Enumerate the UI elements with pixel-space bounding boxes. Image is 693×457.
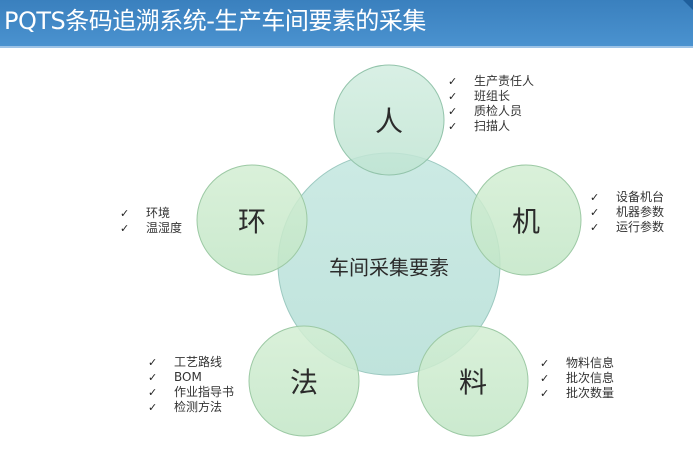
check-icon: ✓: [148, 371, 158, 384]
material-label: 料: [458, 366, 488, 399]
check-icon: ✓: [120, 207, 130, 220]
list-item: ✓班组长: [448, 89, 511, 103]
title-bar-corner: [683, 0, 693, 10]
check-icon: ✓: [590, 221, 600, 234]
page-title: PQTS条码追溯系统-生产车间要素的采集: [4, 7, 426, 35]
list-item: ✓质检人员: [448, 104, 523, 118]
check-icon: ✓: [540, 387, 550, 400]
list-item: ✓机器参数: [590, 205, 665, 219]
check-icon: ✓: [590, 191, 600, 204]
list-item: ✓设备机台: [590, 190, 665, 204]
people-label: 人: [374, 105, 404, 138]
check-icon: ✓: [448, 75, 458, 88]
check-icon: ✓: [540, 357, 550, 370]
material-circle: [417, 325, 529, 437]
material-items: ✓物料信息 ✓批次信息 ✓批次数量: [540, 356, 614, 401]
list-item: ✓物料信息: [540, 356, 615, 370]
machine-items: ✓设备机台 ✓机器参数 ✓运行参数: [590, 190, 664, 235]
environment-label: 环: [237, 205, 267, 238]
list-item: ✓扫描人: [448, 119, 511, 133]
method-label: 法: [289, 366, 319, 399]
list-item: ✓运行参数: [590, 220, 665, 234]
list-item: ✓温湿度: [120, 221, 183, 235]
list-item: ✓BOM: [148, 370, 202, 384]
check-icon: ✓: [448, 90, 458, 103]
check-icon: ✓: [120, 222, 130, 235]
environment-circle: [196, 164, 308, 276]
check-icon: ✓: [448, 120, 458, 133]
list-item: ✓批次数量: [540, 386, 615, 400]
check-icon: ✓: [448, 105, 458, 118]
list-item: ✓批次信息: [540, 371, 615, 385]
check-icon: ✓: [148, 356, 158, 369]
check-icon: ✓: [590, 206, 600, 219]
method-items: ✓工艺路线 ✓BOM ✓作业指导书 ✓检测方法: [148, 355, 234, 415]
machine-label: 机: [511, 205, 541, 238]
center-label: 车间采集要素: [329, 255, 449, 280]
list-item: ✓生产责任人: [448, 74, 535, 88]
people-items: ✓生产责任人 ✓班组长 ✓质检人员 ✓扫描人: [448, 74, 534, 134]
environment-items: ✓环境 ✓温湿度: [120, 206, 182, 236]
list-item: ✓工艺路线: [148, 355, 223, 369]
title-bar: PQTS条码追溯系统-生产车间要素的采集: [0, 0, 693, 48]
check-icon: ✓: [148, 401, 158, 414]
check-icon: ✓: [148, 386, 158, 399]
method-circle: [248, 325, 360, 437]
list-item: ✓环境: [120, 206, 171, 220]
list-item: ✓作业指导书: [148, 385, 235, 399]
people-circle: [333, 64, 445, 176]
list-item: ✓检测方法: [148, 400, 223, 414]
check-icon: ✓: [540, 372, 550, 385]
machine-circle: [470, 164, 582, 276]
